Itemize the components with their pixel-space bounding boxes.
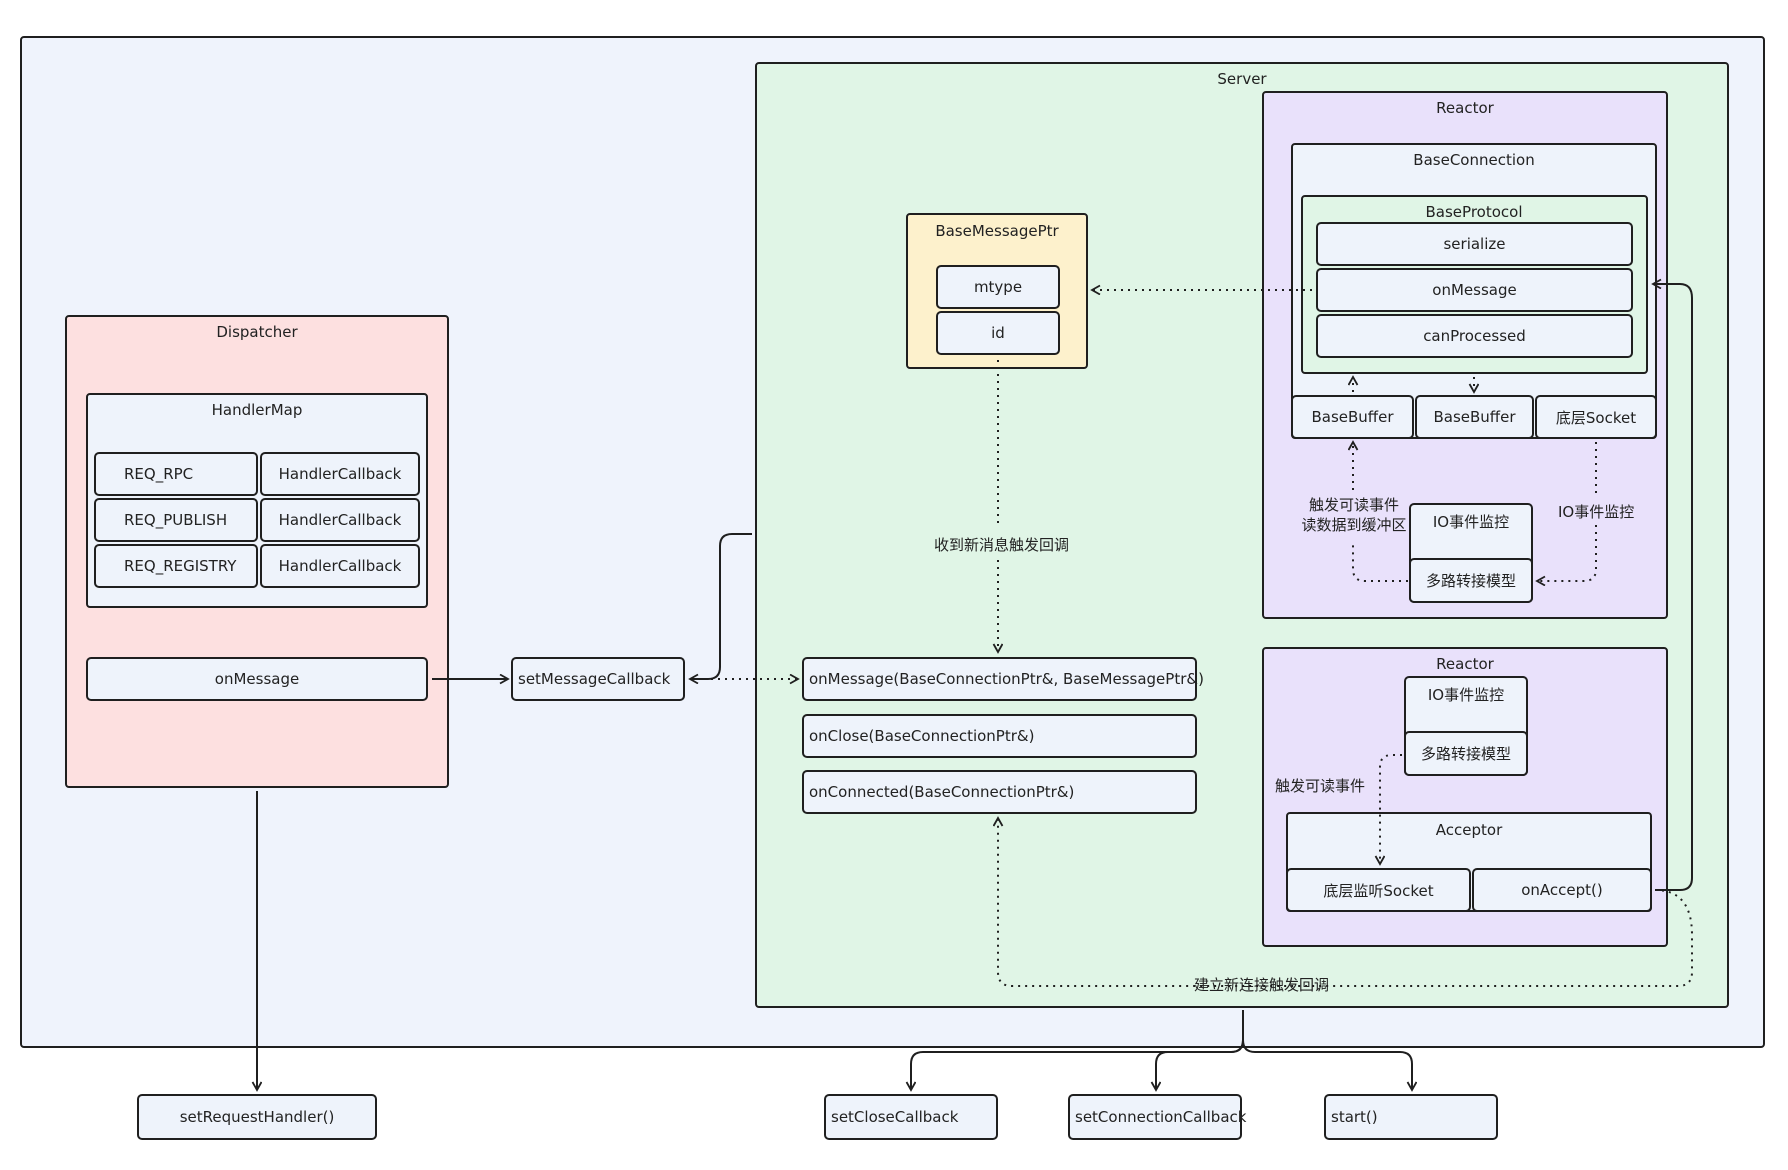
message-field-id: id (936, 311, 1060, 355)
base-buffer-2: BaseBuffer (1415, 395, 1534, 439)
message-field-mtype: mtype (936, 265, 1060, 309)
recv-message-label: 收到新消息触发回调 (934, 536, 1070, 554)
handler-callback-req-rpc: HandlerCallback (260, 452, 420, 496)
acceptor-title: Acceptor (1435, 821, 1503, 839)
reactor2-readable-label: 触发可读事件 (1275, 777, 1366, 795)
readable-event-line2: 读数据到缓冲区 (1301, 516, 1407, 534)
reactor1-title: Reactor (1436, 99, 1494, 117)
dispatcher-on-message: onMessage (86, 657, 428, 701)
reactor2-multiplex: 多路转接模型 (1404, 731, 1528, 776)
reactor2-io-title: IO事件监控 (1427, 686, 1505, 704)
on-accept: onAccept() (1472, 868, 1652, 912)
readable-event-label: 触发可读事件 读数据到缓冲区 (1298, 495, 1410, 535)
protocol-serialize: serialize (1316, 222, 1633, 266)
dispatcher-title: Dispatcher (216, 323, 298, 341)
set-message-callback-box: setMessageCallback (511, 657, 685, 701)
protocol-can-processed: canProcessed (1316, 314, 1633, 358)
new-connection-label: 建立新连接触发回调 (1190, 975, 1334, 995)
base-connection-title: BaseConnection (1413, 151, 1535, 169)
handler-key-req-rpc: REQ_RPC (94, 452, 258, 496)
reactor2-title: Reactor (1436, 655, 1494, 673)
callback-on-connected: onConnected(BaseConnectionPtr&) (802, 770, 1197, 814)
callback-on-close: onClose(BaseConnectionPtr&) (802, 714, 1197, 758)
handler-key-req-registry: REQ_REGISTRY (94, 544, 258, 588)
base-buffer-1: BaseBuffer (1291, 395, 1414, 439)
underlying-socket: 底层Socket (1535, 395, 1657, 439)
handler-key-req-publish: REQ_PUBLISH (94, 498, 258, 542)
set-connection-callback-box: setConnectionCallback (1068, 1094, 1246, 1140)
server-title: Server (1217, 70, 1267, 88)
set-close-callback-box: setCloseCallback (824, 1094, 998, 1140)
callback-on-message: onMessage(BaseConnectionPtr&, BaseMessag… (802, 657, 1204, 701)
listen-socket: 底层监听Socket (1286, 868, 1471, 912)
handler-callback-req-registry: HandlerCallback (260, 544, 420, 588)
io-monitor-label: IO事件监控 (1558, 503, 1635, 521)
start-box: start() (1324, 1094, 1498, 1140)
set-request-handler-box: setRequestHandler() (137, 1094, 377, 1140)
protocol-on-message: onMessage (1316, 268, 1633, 312)
base-message-ptr-title: BaseMessagePtr (935, 222, 1059, 240)
base-protocol-title: BaseProtocol (1425, 203, 1523, 221)
handler-callback-req-publish: HandlerCallback (260, 498, 420, 542)
readable-event-line1: 触发可读事件 (1308, 496, 1399, 514)
reactor1-io-title: IO事件监控 (1432, 513, 1510, 531)
handler-map-title: HandlerMap (211, 401, 303, 419)
reactor1-multiplex: 多路转接模型 (1409, 558, 1533, 603)
